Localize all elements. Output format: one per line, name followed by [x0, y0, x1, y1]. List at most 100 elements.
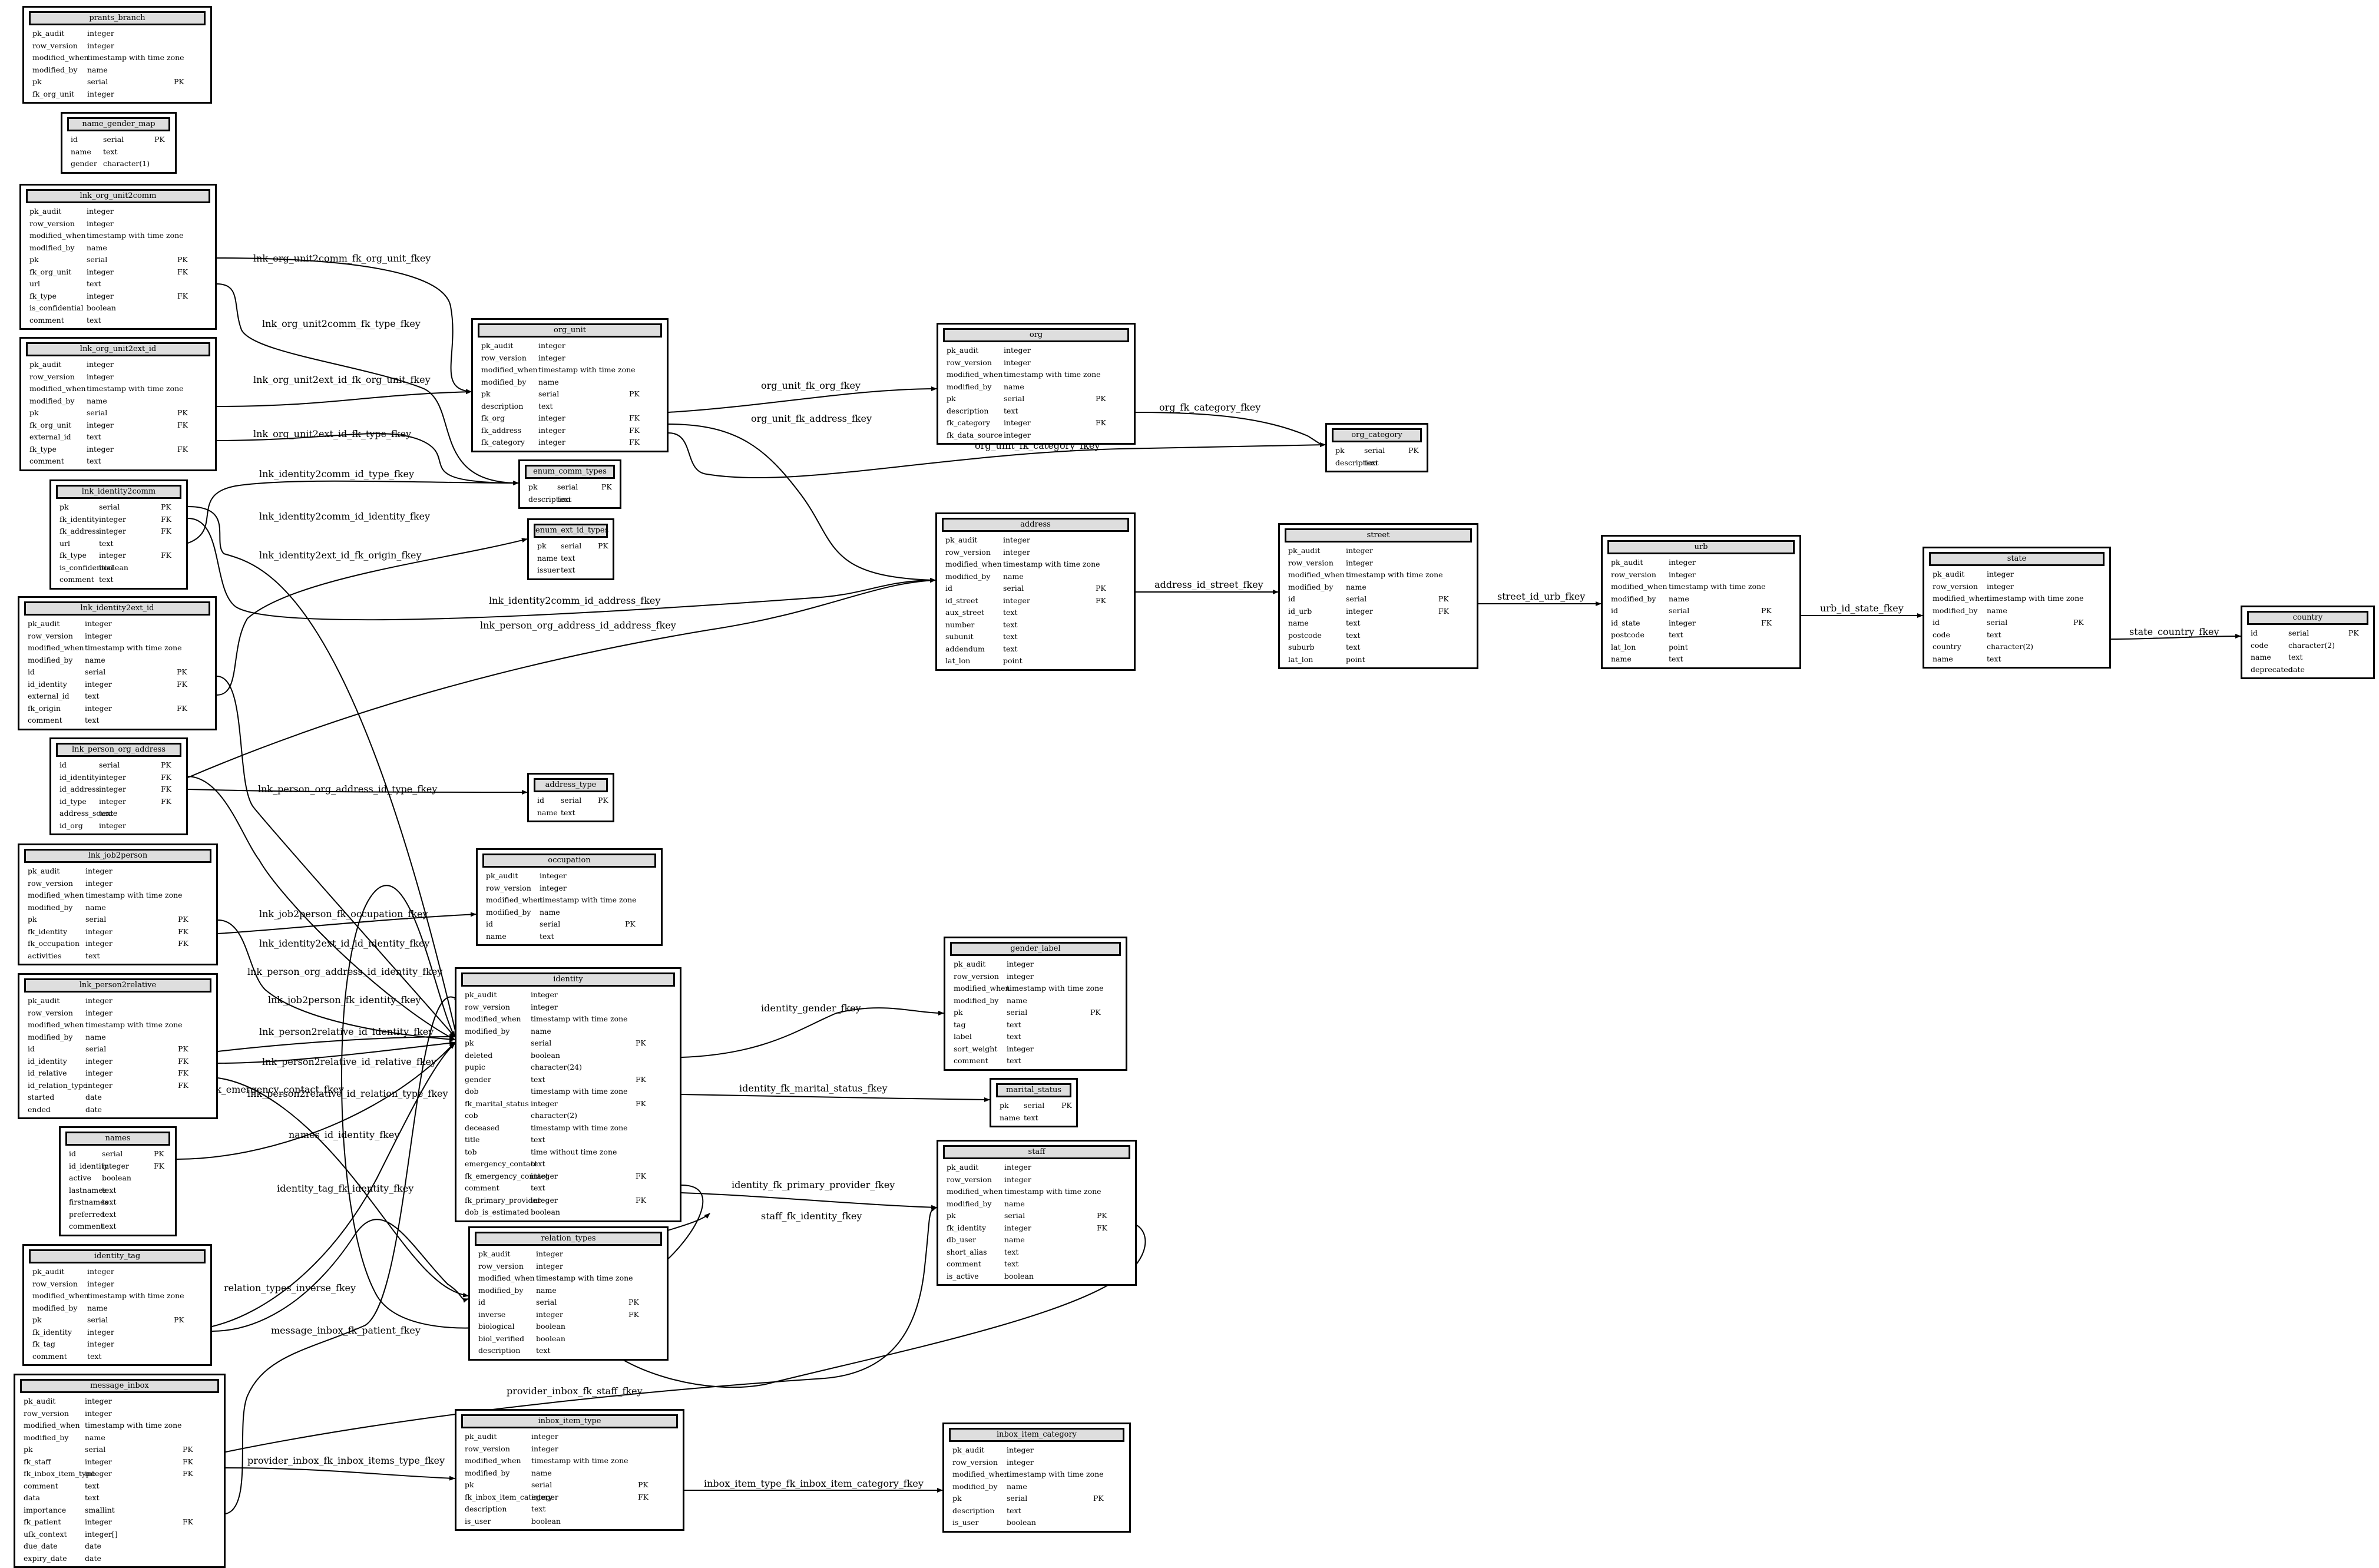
column-key: PK [1061, 1101, 1072, 1110]
edge-lnk-identity2comm-id-type-fkey [187, 480, 519, 544]
column-key: FK [1761, 618, 1772, 627]
column-name: comment [28, 716, 62, 725]
column-name: fk_category [481, 438, 525, 446]
column-type: text [1004, 406, 1018, 415]
column-type: name [85, 902, 106, 912]
column-key: PK [1761, 606, 1772, 615]
column-name: row_version [1611, 570, 1656, 579]
column-name: pk_audit [1288, 546, 1321, 555]
column-name: label [954, 1032, 972, 1041]
column-key: FK [177, 291, 188, 300]
column-name: gender [71, 159, 97, 168]
column-type: text [102, 1185, 117, 1195]
column-name: name [1000, 1113, 1020, 1122]
column-name: id [28, 1044, 35, 1053]
column-name: lat_lon [1288, 654, 1313, 664]
column-name: modified_when [28, 1020, 84, 1029]
column-key: FK [1096, 596, 1107, 605]
column-type: text [102, 1209, 117, 1219]
column-type: name [85, 1032, 106, 1041]
column-name: comment [29, 456, 64, 465]
column-name: modified_when [29, 384, 86, 393]
column-key: FK [178, 1069, 189, 1077]
column-name: name [486, 931, 507, 941]
column-type: integer [1987, 581, 2014, 591]
column-type: timestamp with time zone [1004, 370, 1101, 379]
column-type: integer [531, 1195, 558, 1205]
column-name: row_version [1933, 581, 1978, 591]
column-name: modified_by [1933, 606, 1978, 615]
column-name: pk_audit [28, 619, 60, 628]
column-type: integer [87, 1339, 114, 1348]
column-name: modified_when [28, 643, 84, 652]
column-type: text [538, 401, 553, 411]
column-name: fk_org_unit [32, 89, 75, 98]
column-key: FK [161, 796, 172, 806]
edge-label: lnk_identity2comm_id_type_fkey [259, 468, 414, 479]
column-name: tag [954, 1020, 966, 1029]
table-title: lnk_identity2comm [56, 485, 181, 499]
column-name: description [465, 1504, 507, 1513]
column-name: pk [1000, 1101, 1009, 1110]
column-key: PK [1090, 1008, 1101, 1017]
column-name: fk_address [59, 527, 100, 535]
column-key: PK [1408, 446, 1419, 455]
column-name: number [945, 620, 975, 629]
column-type: serial [1346, 594, 1367, 603]
column-name: row_version [32, 1279, 78, 1288]
column-name: external_id [28, 692, 70, 700]
column-type: text [1987, 654, 2001, 663]
column-type: serial [85, 1445, 106, 1454]
column-name: pk_audit [29, 360, 62, 369]
column-type: integer [85, 927, 113, 936]
